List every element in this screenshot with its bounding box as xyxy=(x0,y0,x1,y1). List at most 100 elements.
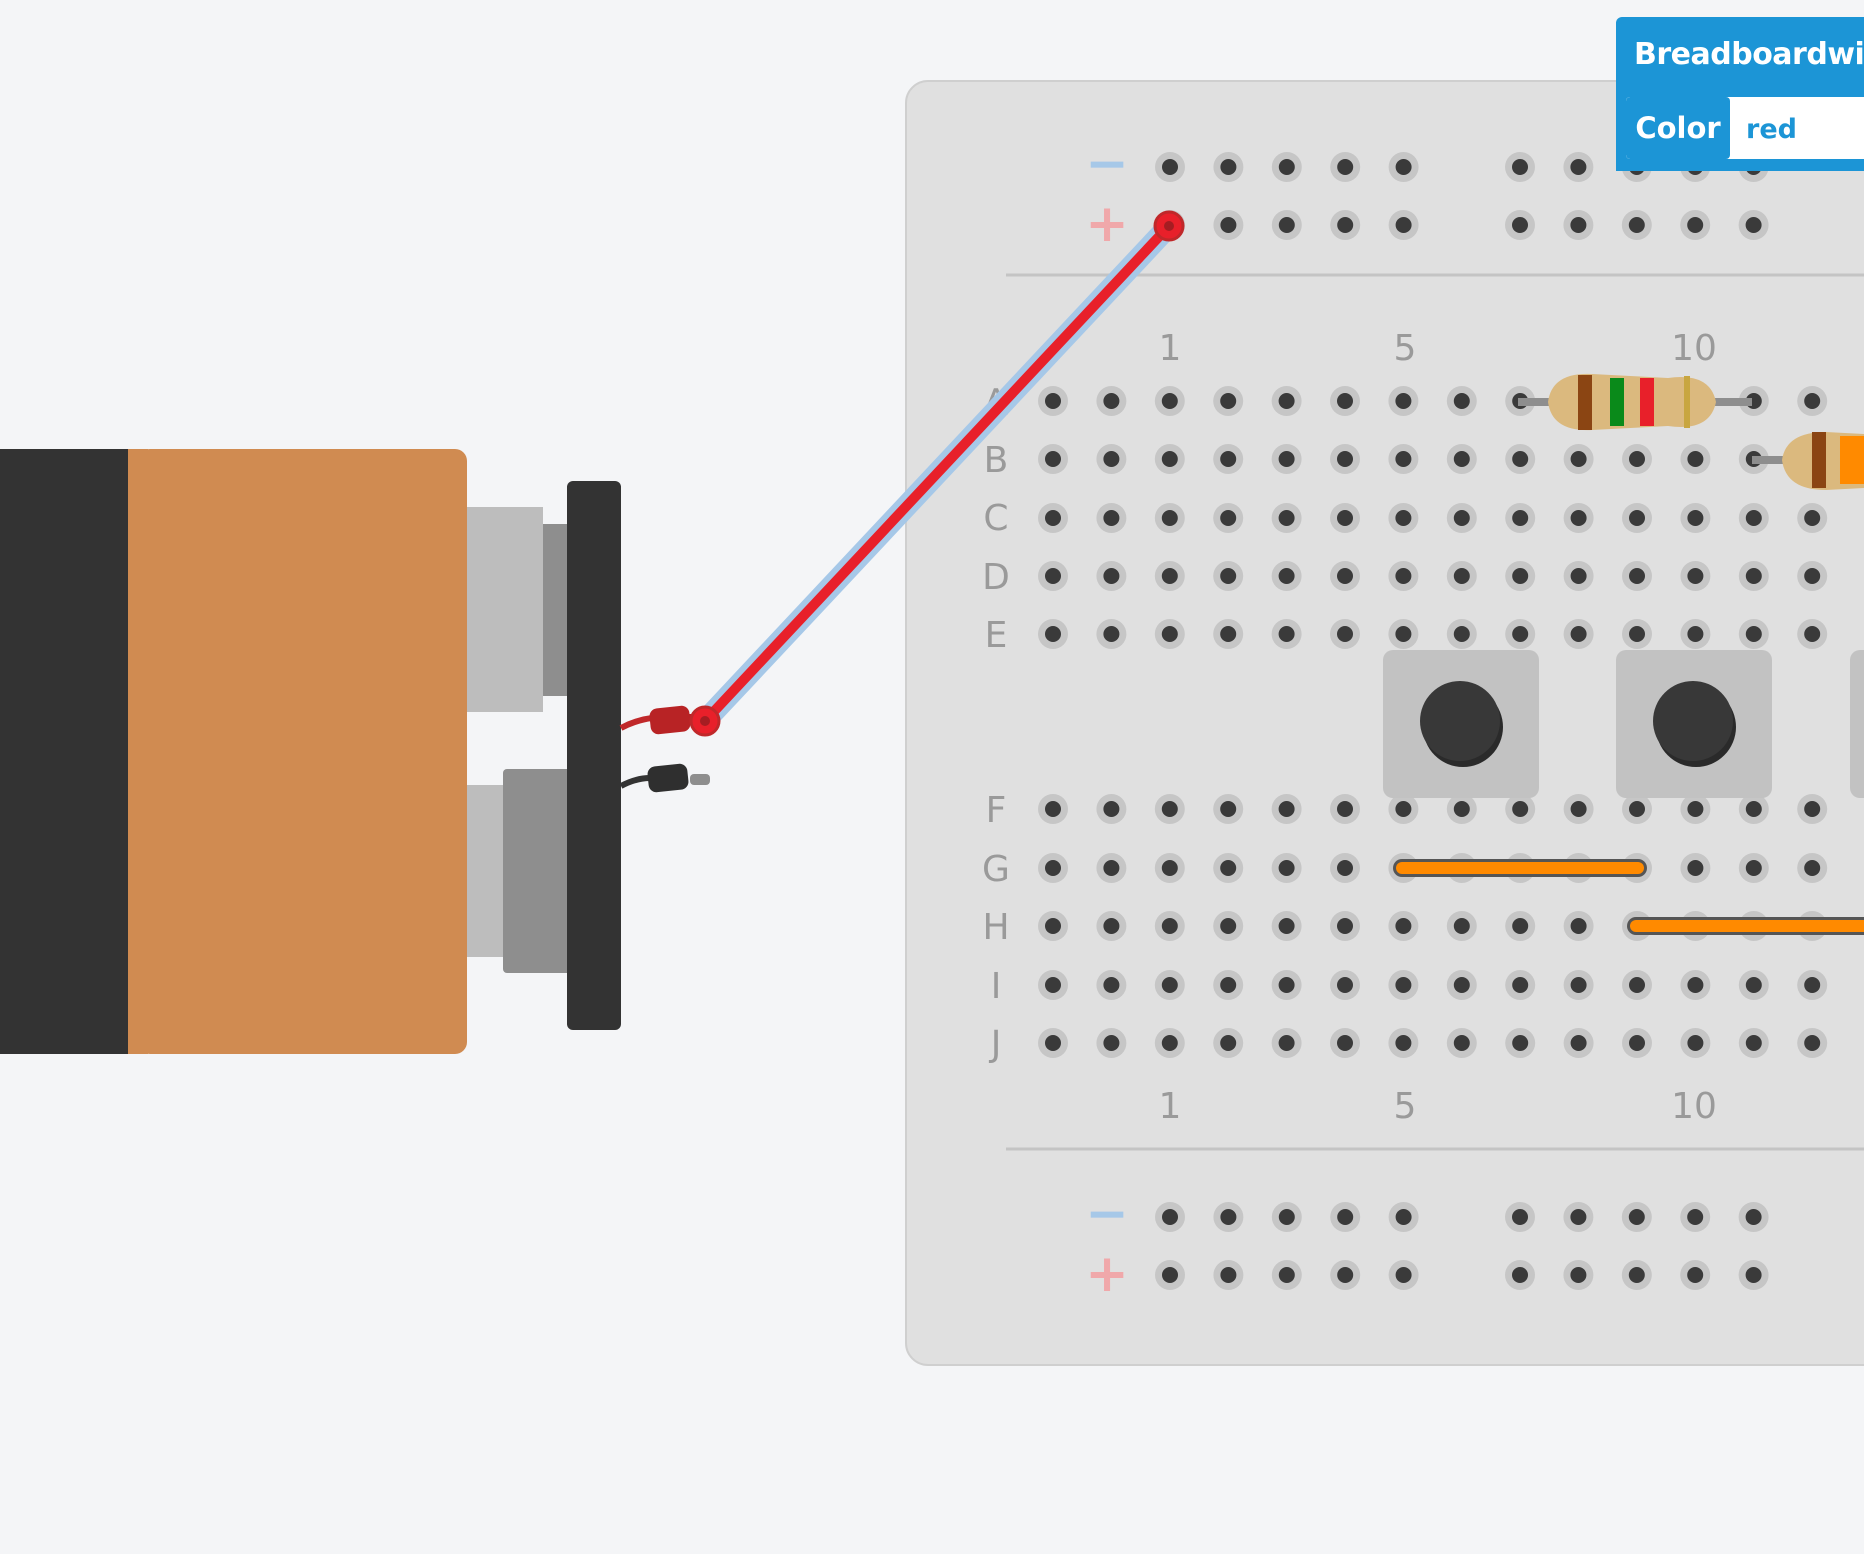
breadboard-hole-dot xyxy=(1395,977,1412,993)
breadboard-hole-dot xyxy=(1745,626,1762,642)
column-label-10-top: 10 xyxy=(1671,328,1717,369)
breadboard-hole-dot xyxy=(1804,510,1821,526)
breadboard-hole-dot xyxy=(1162,1267,1178,1283)
inspector-panel: Breadboardwire Color red xyxy=(1616,17,1864,171)
breadboard-hole-dot xyxy=(1395,451,1412,467)
breadboard-hole-dot xyxy=(1512,451,1529,467)
breadboard-hole-dot xyxy=(1395,393,1412,409)
breadboard-hole-dot xyxy=(1453,393,1470,409)
breadboard-hole-dot xyxy=(1103,860,1120,876)
breadboard-hole-dot xyxy=(1745,1035,1762,1051)
breadboard-hole-dot xyxy=(1103,1035,1120,1051)
breadboard-hole-dot xyxy=(1570,1035,1587,1051)
breadboard-hole-dot xyxy=(1687,217,1704,233)
breadboard-hole-dot xyxy=(1629,977,1645,993)
breadboard-holes[interactable] xyxy=(1038,152,1828,1290)
breadboard-hole-dot xyxy=(1337,918,1353,934)
breadboard-hole-dot xyxy=(1453,510,1470,526)
breadboard-hole-dot xyxy=(1337,801,1353,817)
breadboard-hole-dot xyxy=(1161,568,1178,584)
breadboard-hole-dot xyxy=(1278,1035,1295,1051)
breadboard-hole-dot xyxy=(1278,510,1295,526)
battery-9v[interactable] xyxy=(0,449,621,1054)
breadboard-hole-dot xyxy=(1687,801,1704,817)
breadboard-hole-dot xyxy=(1570,568,1587,584)
battery-black-lead[interactable] xyxy=(619,763,710,793)
row-label-j: J xyxy=(989,1024,1002,1065)
rail-bottom-plus: + xyxy=(1085,1244,1129,1304)
color-dropdown[interactable]: red xyxy=(1746,114,1797,145)
breadboard-hole-dot xyxy=(1220,626,1237,642)
resistor-2[interactable] xyxy=(1752,432,1864,490)
breadboard-hole-dot xyxy=(1745,860,1762,876)
breadboard-hole-dot xyxy=(1337,159,1354,175)
breadboard-hole-dot xyxy=(1045,568,1061,584)
rail-bottom-minus: − xyxy=(1085,1184,1129,1244)
breadboard-hole-dot xyxy=(1570,510,1587,526)
breadboard-hole-dot xyxy=(1570,451,1587,467)
column-label-5-top: 5 xyxy=(1394,328,1417,369)
breadboard-hole-dot xyxy=(1220,1267,1237,1283)
breadboard-hole-dot xyxy=(1161,393,1178,409)
pushbutton-1[interactable] xyxy=(1383,650,1539,798)
breadboard-hole-dot xyxy=(1395,568,1412,584)
breadboard-hole-dot xyxy=(1687,1267,1704,1283)
breadboard-hole-dot xyxy=(1453,451,1470,467)
breadboard-hole-dot xyxy=(1453,568,1470,584)
breadboard-hole-dot xyxy=(1220,1209,1237,1225)
breadboard-hole-dot xyxy=(1687,977,1704,993)
breadboard-hole-dot xyxy=(1570,918,1587,934)
column-label-10-bottom: 10 xyxy=(1671,1086,1717,1127)
breadboard-hole-dot xyxy=(1045,977,1061,993)
pushbutton-3[interactable] xyxy=(1850,650,1864,798)
breadboard-hole-dot xyxy=(1337,860,1353,876)
breadboard-hole-dot xyxy=(1162,159,1178,175)
breadboard-hole-dot xyxy=(1629,626,1645,642)
rail-top-plus: + xyxy=(1085,194,1129,254)
breadboard-hole-dot xyxy=(1804,1035,1821,1051)
breadboard-hole-dot xyxy=(1570,626,1587,642)
breadboard-hole-dot xyxy=(1220,451,1237,467)
breadboard-hole-dot xyxy=(1337,451,1353,467)
breadboard-hole-dot xyxy=(1453,626,1470,642)
breadboard-hole-dot xyxy=(1161,451,1178,467)
breadboard-hole-dot xyxy=(1278,860,1295,876)
breadboard-hole-dot xyxy=(1220,918,1237,934)
breadboard-hole-dot xyxy=(1570,801,1587,817)
breadboard-hole-dot xyxy=(1395,918,1412,934)
column-label-1-bottom: 1 xyxy=(1159,1086,1182,1127)
breadboard-hole-dot xyxy=(1220,568,1237,584)
resistor-1[interactable] xyxy=(1518,373,1752,431)
breadboard-hole-dot xyxy=(1045,801,1061,817)
breadboard-hole-dot xyxy=(1395,510,1412,526)
breadboard-hole-dot xyxy=(1687,510,1704,526)
breadboard-hole-dot xyxy=(1512,1209,1528,1225)
breadboard-hole-dot xyxy=(1629,568,1645,584)
breadboard-hole-dot xyxy=(1570,1209,1587,1225)
row-label-i: I xyxy=(991,966,1002,1007)
breadboard-hole-dot xyxy=(1804,977,1821,993)
selected-red-wire[interactable] xyxy=(689,210,1185,737)
breadboard-hole-dot xyxy=(1512,1035,1529,1051)
breadboard-hole-dot xyxy=(1687,1209,1704,1225)
row-label-f: F xyxy=(986,790,1007,831)
breadboard-hole-dot xyxy=(1629,451,1645,467)
pushbutton-2[interactable] xyxy=(1616,650,1772,798)
color-property-row[interactable]: Color red xyxy=(1626,97,1864,159)
breadboard-hole-dot xyxy=(1687,451,1704,467)
breadboard-hole-dot xyxy=(1512,159,1528,175)
column-label-1-top: 1 xyxy=(1159,328,1182,369)
breadboard-hole-dot xyxy=(1687,626,1704,642)
breadboard-hole-dot xyxy=(1337,568,1353,584)
breadboard-hole-dot xyxy=(1220,1035,1237,1051)
row-label-b: B xyxy=(984,440,1009,481)
inspector-title: Breadboardwire xyxy=(1634,37,1864,72)
breadboard-hole-dot xyxy=(1453,801,1470,817)
breadboard-hole-dot xyxy=(1629,1035,1645,1051)
breadboard-hole-dot xyxy=(1629,801,1645,817)
breadboard-hole-dot xyxy=(1162,1209,1178,1225)
breadboard-hole-dot xyxy=(1278,451,1295,467)
breadboard-hole-dot xyxy=(1453,1035,1470,1051)
breadboard-hole-dot xyxy=(1628,1267,1645,1283)
